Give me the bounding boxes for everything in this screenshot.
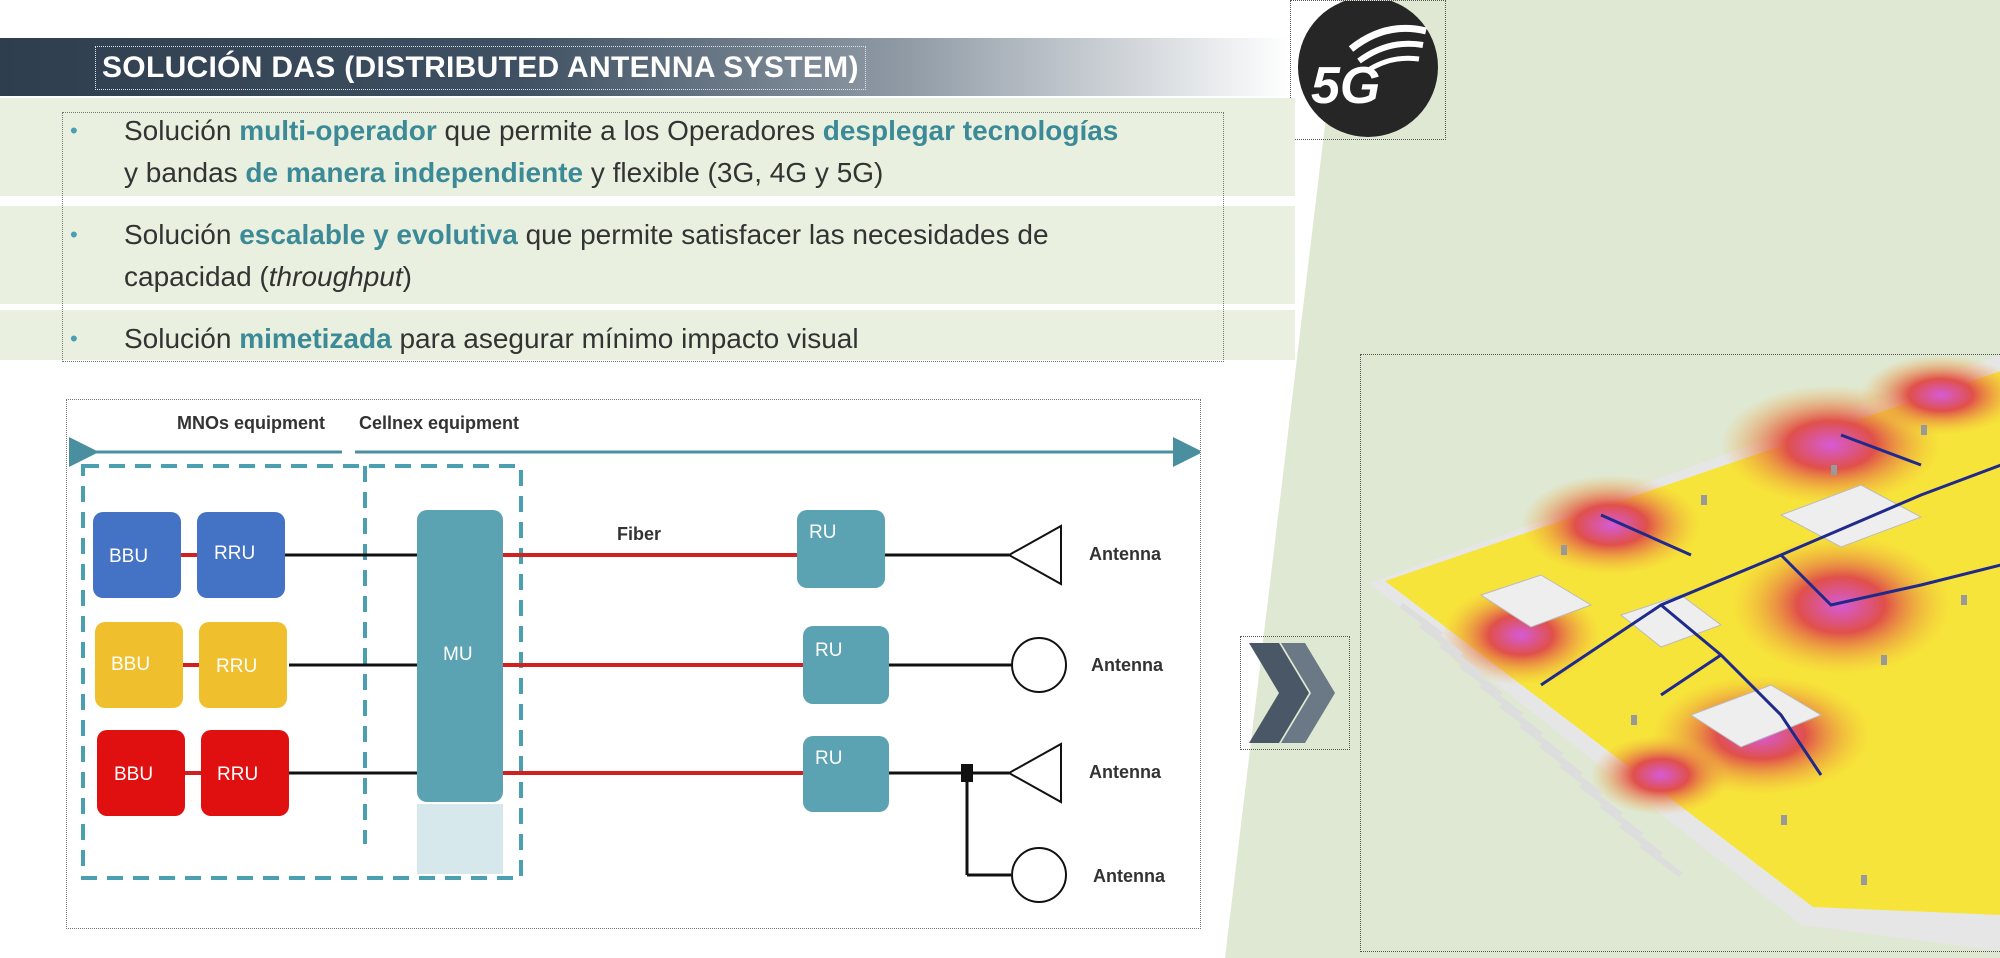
mu-reflection	[417, 804, 503, 874]
antenna-label: Antenna	[1093, 866, 1166, 886]
antenna-label: Antenna	[1089, 762, 1162, 782]
highlight-text: de manera independiente	[245, 157, 584, 188]
antenna-directional-icon	[1006, 524, 1062, 586]
cellnex-equipment-label: Cellnex equipment	[359, 413, 519, 433]
double-chevron-right-icon	[1249, 643, 1335, 743]
page-title: SOLUCIÓN DAS (DISTRIBUTED ANTENNA SYSTEM…	[95, 46, 866, 90]
coverage-map-image	[1360, 354, 2000, 952]
splitter-icon	[961, 764, 973, 782]
rru-label: RRU	[214, 543, 255, 564]
bullet-list-frame	[62, 112, 1224, 362]
bbu-label: BBU	[109, 546, 148, 567]
ru-label: RU	[815, 748, 842, 769]
logo-5g: 5G	[1290, 0, 1446, 140]
ru-label: RU	[809, 522, 836, 543]
bullet-band-1	[0, 98, 1295, 196]
antenna-label: Antenna	[1091, 655, 1164, 675]
antenna-label: Antenna	[1089, 544, 1162, 564]
highlight-text: desplegar tecnologías	[822, 115, 1119, 146]
title-band	[0, 38, 1290, 96]
bullet-band-3	[0, 310, 1295, 360]
bullet-text-segment: que permite satisfacer las necesidades d…	[517, 219, 1049, 250]
mnos-boundary	[81, 464, 523, 880]
italic-text: throughput	[268, 261, 403, 292]
fiber-label: Fiber	[617, 524, 661, 544]
next-chevron	[1240, 636, 1350, 750]
highlight-text: escalable y evolutiva	[239, 219, 518, 250]
rru-label: RRU	[217, 764, 258, 785]
rru-box	[199, 622, 287, 708]
ru-box	[803, 626, 889, 704]
logo-text: 5G	[1311, 57, 1380, 115]
bullet-text-3: Solución mimetizada para asegurar mínimo…	[124, 318, 1219, 360]
das-diagram: MNOs equipment Cellnex equipment Fiber B…	[66, 399, 1203, 929]
rru-box	[201, 730, 289, 816]
rru-box	[197, 512, 285, 598]
das-diagram-svg: MNOs equipment Cellnex equipment Fiber B…	[69, 413, 1203, 903]
bbu-box	[97, 730, 185, 816]
highlight-text: mimetizada	[239, 323, 392, 354]
bbu-box	[93, 512, 181, 598]
bullet-text-1: Solución multi-operador que permite a lo…	[124, 110, 1219, 194]
antenna-omni-icon	[1011, 847, 1067, 903]
antenna-omni-icon	[1011, 637, 1067, 693]
mnos-equipment-label: MNOs equipment	[177, 413, 325, 433]
antenna-directional-icon	[1006, 742, 1062, 804]
bullet-text-segment: Solución	[124, 323, 240, 354]
bullet-text-segment: para asegurar mínimo impacto visual	[391, 323, 859, 354]
bbu-box	[95, 622, 183, 708]
ru-label: RU	[815, 640, 842, 661]
ru-box	[797, 510, 885, 588]
bbu-label: BBU	[114, 764, 153, 785]
mu-box	[417, 510, 503, 802]
bullet-text-segment: Solución	[124, 219, 240, 250]
3d-floor-coverage-heatmap	[1369, 355, 2000, 951]
bullet-text-segment: que permite a los Operadores	[436, 115, 823, 146]
bullet-text-segment: capacidad (	[124, 261, 269, 292]
bullet-text-segment: Solución	[124, 115, 240, 146]
highlight-text: multi-operador	[239, 115, 437, 146]
bullet-text-segment: )	[402, 261, 412, 292]
bullet-dot: •	[70, 222, 78, 247]
rru-label: RRU	[216, 656, 257, 677]
bullet-text-segment: y flexible (3G, 4G y 5G)	[583, 157, 884, 188]
5g-signal-icon: 5G	[1298, 0, 1438, 137]
bullet-band-2	[0, 206, 1295, 304]
bullet-dot: •	[70, 118, 78, 143]
ru-box	[803, 736, 889, 812]
bbu-label: BBU	[111, 654, 150, 675]
mu-label: MU	[443, 644, 473, 665]
bullet-dot: •	[70, 326, 78, 351]
bullet-text-2: Solución escalable y evolutiva que permi…	[124, 214, 1219, 298]
bullet-text-segment: y bandas	[124, 157, 246, 188]
